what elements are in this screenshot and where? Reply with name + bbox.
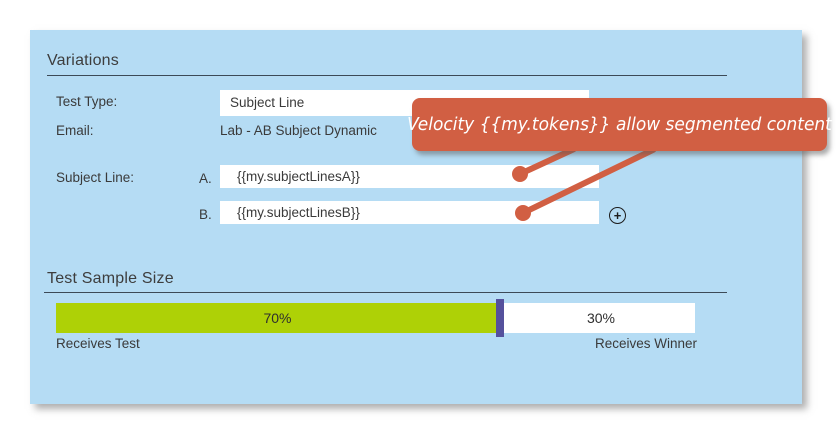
- winner-percent-value: 30%: [586, 310, 616, 326]
- add-variation-button[interactable]: +: [609, 207, 626, 224]
- test-percent-value: 70%: [263, 310, 292, 326]
- email-label: Email:: [56, 123, 94, 138]
- sample-size-winner-segment: 30%: [507, 303, 695, 333]
- sample-size-legend: Receives Test Receives Winner: [56, 336, 697, 351]
- variations-section-title: Variations: [47, 52, 119, 69]
- sample-size-bar: 70% 30%: [56, 299, 695, 337]
- sample-size-drag-handle[interactable]: [496, 299, 504, 337]
- subject-line-a-input[interactable]: [220, 165, 599, 188]
- receives-winner-label: Receives Winner: [594, 336, 697, 351]
- ab-test-panel: Variations Test Type: Subject Line Email…: [30, 30, 802, 404]
- callout-pointer-dot-a: [512, 166, 528, 182]
- subject-line-b-prefix: B.: [199, 207, 212, 222]
- test-sample-size-title: Test Sample Size: [47, 270, 174, 287]
- test-sample-size-divider: [44, 292, 727, 293]
- email-value: Lab - AB Subject Dynamic: [220, 123, 377, 138]
- subject-line-a-prefix: A.: [199, 171, 212, 186]
- test-type-label: Test Type:: [56, 94, 118, 109]
- annotation-text: Velocity {{my.tokens}} allow segmented c…: [407, 114, 832, 135]
- sample-size-test-segment: 70%: [56, 303, 499, 333]
- receives-test-label: Receives Test: [56, 336, 140, 351]
- variations-divider: [47, 75, 727, 76]
- subject-line-b-input[interactable]: [220, 201, 599, 224]
- annotation-callout: Velocity {{my.tokens}} allow segmented c…: [407, 98, 832, 151]
- callout-pointer-dot-b: [515, 205, 531, 221]
- subject-line-label: Subject Line:: [56, 170, 135, 185]
